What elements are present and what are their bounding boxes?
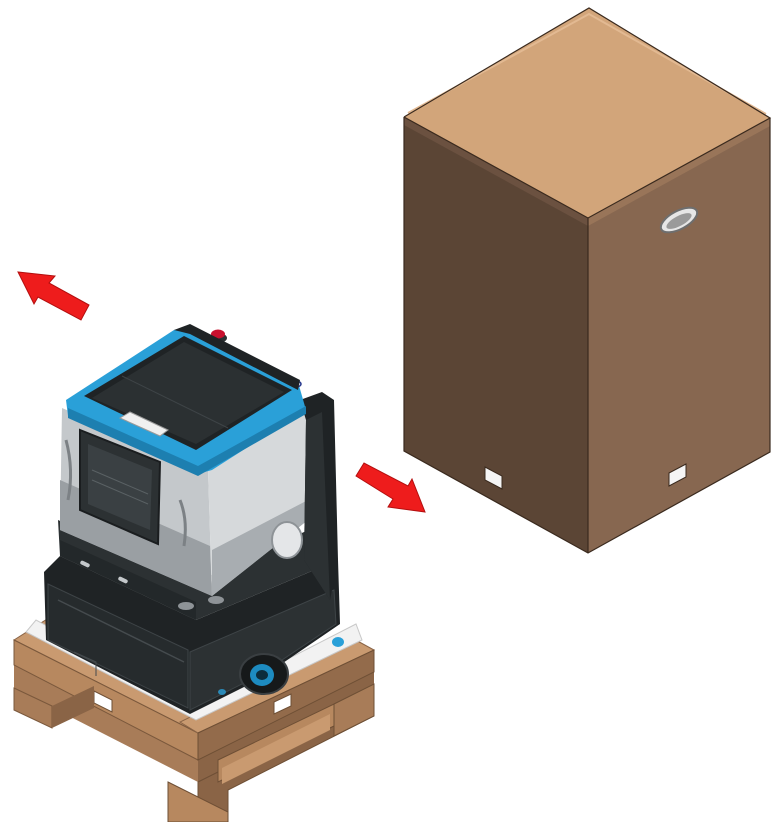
robot-side-port (272, 522, 302, 558)
arrow-right-down-icon (356, 463, 425, 512)
cardboard-box (404, 8, 770, 553)
arrow-left-up-icon (18, 272, 89, 320)
robot-wheel (240, 654, 288, 694)
